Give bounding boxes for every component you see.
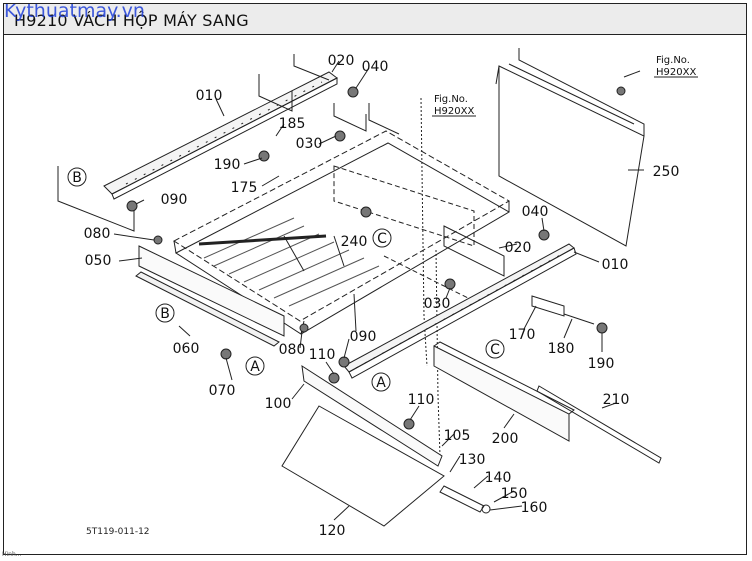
rail-010-top: [103, 71, 338, 200]
marker-a-circle: [245, 356, 265, 376]
part-040-label-2: 040: [522, 204, 549, 220]
part-020-label-2: 020: [505, 240, 532, 256]
part-080-label-2: 080: [279, 342, 306, 358]
plate-250: [495, 48, 645, 247]
part-190-label: 190: [214, 157, 241, 173]
marker-c-circle: [372, 228, 392, 248]
fig-ref-2-line2: H920XX: [656, 67, 696, 78]
part-160-label: 160: [521, 500, 548, 516]
part-105-label: 105: [444, 428, 471, 444]
part-070-label: 070: [209, 383, 236, 399]
part-030-label-2: 030: [424, 296, 451, 312]
marker-a: A: [250, 359, 260, 375]
link-130-160: [439, 485, 491, 514]
part-110-label: 110: [309, 347, 336, 363]
part-090-label-2: 090: [350, 329, 377, 345]
exploded-parts-diagram: B B C C A A Fig.No. H920XX Fig.No. H920X…: [57, 48, 698, 539]
part-030-label: 030: [296, 136, 323, 152]
part-080-label: 080: [84, 226, 111, 242]
part-120-label: 120: [319, 523, 346, 539]
part-090-label: 090: [161, 192, 188, 208]
footer-caption: Hình...: [2, 551, 22, 558]
part-185-label: 185: [279, 116, 306, 132]
part-250-label: 250: [653, 164, 680, 180]
part-130-label: 130: [459, 452, 486, 468]
part-150-label: 150: [501, 486, 528, 502]
part-140-label: 140: [485, 470, 512, 486]
marker-b: B: [72, 170, 82, 186]
marker-c-2: C: [490, 342, 500, 358]
rail-060: [135, 271, 280, 347]
part-060-label: 060: [173, 341, 200, 357]
bracket-100: [301, 364, 443, 467]
panel-050: [138, 245, 285, 337]
part-180-label: 180: [548, 341, 575, 357]
drawing-code: 5T119-011-12: [86, 527, 150, 537]
fig-ref-2-line1: Fig.No.: [656, 55, 690, 66]
watermark: Kythuatmay.vn: [4, 0, 145, 22]
part-040-label: 040: [362, 59, 389, 75]
marker-a-circle-2: [371, 372, 391, 392]
marker-c: C: [377, 231, 387, 247]
leader-lines: [113, 60, 644, 521]
part-200-label: 200: [492, 431, 519, 447]
bracket-170-180: [531, 295, 595, 325]
title-bar: H9210 VÁCH HỘP MÁY SANG: [3, 3, 747, 35]
strip-210: [536, 385, 662, 464]
part-210-label: 210: [603, 392, 630, 408]
cover-120: [281, 405, 445, 527]
part-175-label: 175: [231, 180, 258, 196]
rail-010-right: [343, 243, 577, 379]
part-050-label: 050: [85, 253, 112, 269]
guard-200: [433, 341, 575, 442]
marker-b-2: B: [160, 306, 170, 322]
marker-b-circle: [67, 167, 87, 187]
fig-ref-1-line2: H920XX: [434, 106, 474, 117]
part-020-label: 020: [328, 53, 355, 69]
part-100-label: 100: [265, 396, 292, 412]
part-170-label: 170: [509, 327, 536, 343]
page-title: H9210 VÁCH HỘP MÁY SANG: [14, 11, 249, 30]
drawing-frame: [3, 3, 747, 555]
guide-left: [57, 166, 135, 232]
marker-c-circle-2: [485, 339, 505, 359]
part-010-label: 010: [196, 88, 223, 104]
part-190-label-2: 190: [588, 356, 615, 372]
fig-ref-1-line1: Fig.No.: [434, 94, 468, 105]
marker-a-2: A: [376, 375, 386, 391]
part-110-label-2: 110: [408, 392, 435, 408]
part-010-label-2: 010: [602, 257, 629, 273]
marker-b-circle-2: [155, 303, 175, 323]
part-240-label: 240: [341, 234, 368, 250]
